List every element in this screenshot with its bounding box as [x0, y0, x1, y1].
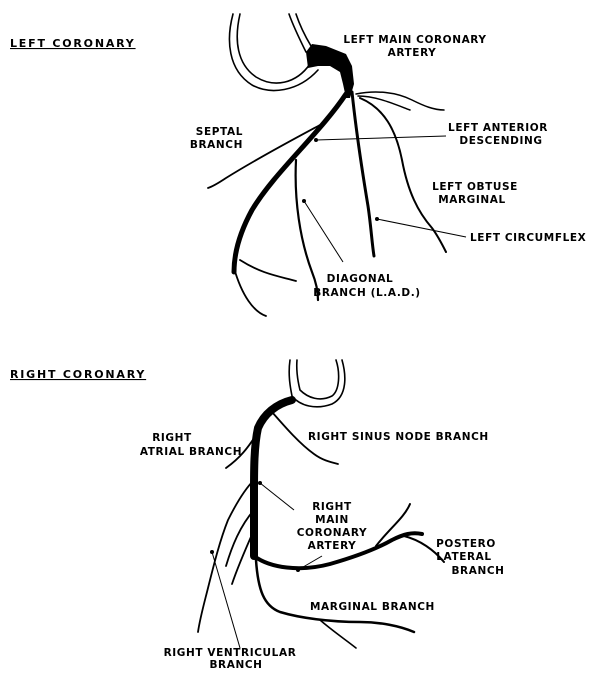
label-postero-1: POSTERO — [436, 538, 496, 550]
label-sinus: RIGHT SINUS NODE BRANCH — [308, 431, 489, 443]
diagonal-leader — [304, 201, 343, 262]
label-right-main-4: ARTERY — [308, 540, 357, 552]
label-diagonal-1: DIAGONAL — [327, 273, 394, 285]
label-obtuse-2: MARGINAL — [438, 194, 506, 206]
circumflex-leader — [377, 219, 466, 237]
diagonal-leader-dot — [302, 199, 306, 203]
apical-branch-vessel — [234, 260, 296, 316]
label-lad-2: DESCENDING — [459, 135, 542, 147]
label-right-main-1: RIGHT — [312, 501, 352, 513]
right-coronary-diagram: RIGHT CORONARY RIGHT ATRIAL BRANCH RIGHT… — [10, 360, 505, 668]
label-left-main-1: LEFT MAIN CORONARY — [343, 34, 486, 46]
lad-leader-dot — [314, 138, 318, 142]
label-obtuse-1: LEFT OBTUSE — [432, 181, 518, 193]
label-atrial-2: ATRIAL BRANCH — [140, 446, 242, 458]
left-coronary-diagram: LEFT CORONARY LEFT MAIN CORONARY ARTERY … — [10, 14, 586, 316]
diagonal-branch-vessel — [296, 160, 318, 300]
postero-leader-dot — [296, 568, 300, 572]
right-main-leader-dot — [258, 481, 262, 485]
label-ventricular-2: BRANCH — [209, 659, 262, 668]
label-left-main-2: ARTERY — [388, 47, 437, 59]
label-postero-3: BRANCH — [451, 565, 504, 577]
label-ventricular-1: RIGHT VENTRICULAR — [164, 647, 297, 659]
label-diagonal-2: BRANCH (L.A.D.) — [313, 287, 420, 299]
label-atrial-1: RIGHT — [152, 432, 192, 444]
circumflex-vessel — [352, 92, 374, 256]
left-main-artery — [306, 44, 354, 98]
label-septal-1: SEPTAL — [196, 126, 243, 138]
right-aorta-outline — [289, 360, 345, 407]
lad-vessel — [234, 94, 346, 272]
marginal-branch-vessel — [256, 560, 414, 632]
ventricular-branch-vessel — [198, 480, 254, 632]
ventricular-leader-dot — [210, 550, 214, 554]
label-marginal: MARGINAL BRANCH — [310, 601, 435, 613]
obtuse-marginal-vessel — [360, 98, 446, 252]
circumflex-leader-dot — [375, 217, 379, 221]
left-aorta-outline — [229, 14, 318, 90]
label-septal-2: BRANCH — [190, 139, 243, 151]
upper-small-branches — [356, 92, 444, 110]
right-coronary-title: RIGHT CORONARY — [10, 368, 146, 381]
right-main-leader — [260, 483, 294, 510]
lad-leader — [316, 136, 446, 140]
label-right-main-3: CORONARY — [297, 527, 367, 539]
marginal-sub-branch — [320, 620, 356, 648]
right-main-artery — [254, 400, 292, 556]
label-postero-2: LATERAL — [436, 551, 491, 563]
left-coronary-title: LEFT CORONARY — [10, 37, 136, 50]
label-lad-1: LEFT ANTERIOR — [448, 122, 548, 134]
label-circumflex: LEFT CIRCUMFLEX — [470, 232, 586, 244]
label-right-main-2: MAIN — [315, 514, 349, 526]
